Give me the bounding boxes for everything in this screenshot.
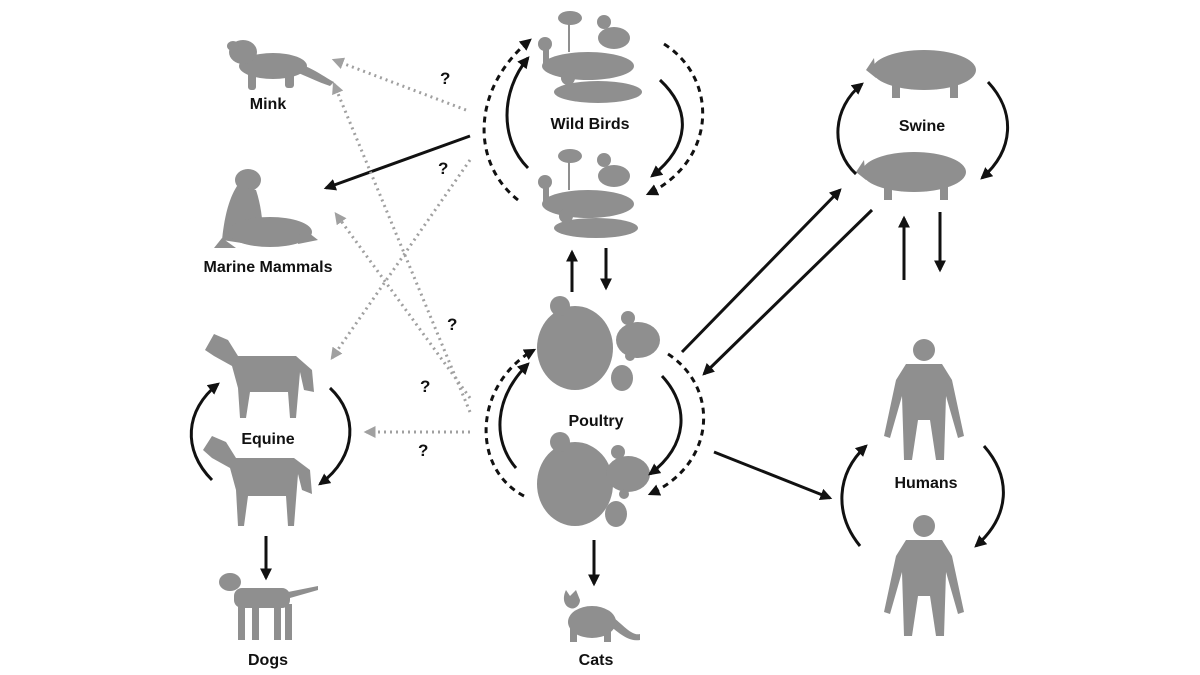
equine-cycle-arrow-right	[318, 386, 352, 486]
wild-birds-cycle-dashed-right	[645, 42, 705, 196]
humans-cycle-arrow-right	[974, 445, 1005, 548]
wild-birds-silhouette-icon	[538, 11, 642, 238]
equine-label: Equine	[241, 431, 294, 448]
cats-label: Cats	[579, 652, 614, 669]
wild-birds-to-marine-mammals-arrow	[323, 134, 471, 191]
swine-to-poultry-arrow	[702, 208, 874, 376]
equine-cycle-arrow-left	[189, 382, 220, 482]
question-mark-equine: ?	[418, 441, 428, 460]
swine-cycle-arrow-left	[836, 82, 864, 176]
mink-label: Mink	[250, 96, 287, 113]
swine-cycle-arrow-right	[980, 80, 1009, 180]
dogs-label: Dogs	[248, 652, 288, 669]
wild-birds-to-equine-uncertain-arrow	[330, 159, 472, 360]
humans-label: Humans	[894, 475, 957, 492]
pig-silhouette-icon	[856, 50, 976, 200]
humans-cycle-arrow-left	[840, 444, 868, 547]
sea-lion-silhouette-icon	[214, 169, 318, 248]
poultry-silhouette-icon	[537, 296, 660, 527]
poultry-cycle-solid-right	[648, 374, 683, 476]
poultry-to-mink-uncertain-arrow	[332, 81, 472, 413]
wild-birds-label: Wild Birds	[551, 116, 630, 133]
wild-birds-cycle-solid-left	[505, 56, 530, 170]
poultry-label: Poultry	[568, 413, 623, 430]
marine-mammals-label: Marine Mammals	[204, 259, 333, 276]
horse-silhouette-icon	[203, 334, 314, 526]
wild-birds-cycle-solid-right	[650, 78, 684, 178]
poultry-cycle-dashed-right	[647, 352, 706, 496]
question-mark-poultry-middle: ?	[420, 377, 430, 396]
poultry-cycle-dashed-left	[484, 348, 537, 498]
poultry-to-marine-mammals-uncertain-arrow	[334, 212, 472, 399]
human-silhouette-icon	[884, 339, 964, 636]
question-mark-poultry-upper: ?	[447, 315, 457, 334]
wild-birds-cycle-dashed-left	[482, 38, 532, 202]
cat-silhouette-icon	[563, 590, 640, 642]
question-mark-mink: ?	[440, 69, 450, 88]
swine-label: Swine	[899, 118, 945, 135]
dog-silhouette-icon	[219, 573, 318, 640]
poultry-cycle-solid-left	[498, 362, 530, 469]
mink-silhouette-icon	[227, 40, 334, 90]
poultry-to-humans-arrow	[713, 450, 833, 501]
question-mark-marine-mammals: ?	[438, 159, 448, 178]
poultry-to-swine-arrow	[680, 188, 842, 354]
